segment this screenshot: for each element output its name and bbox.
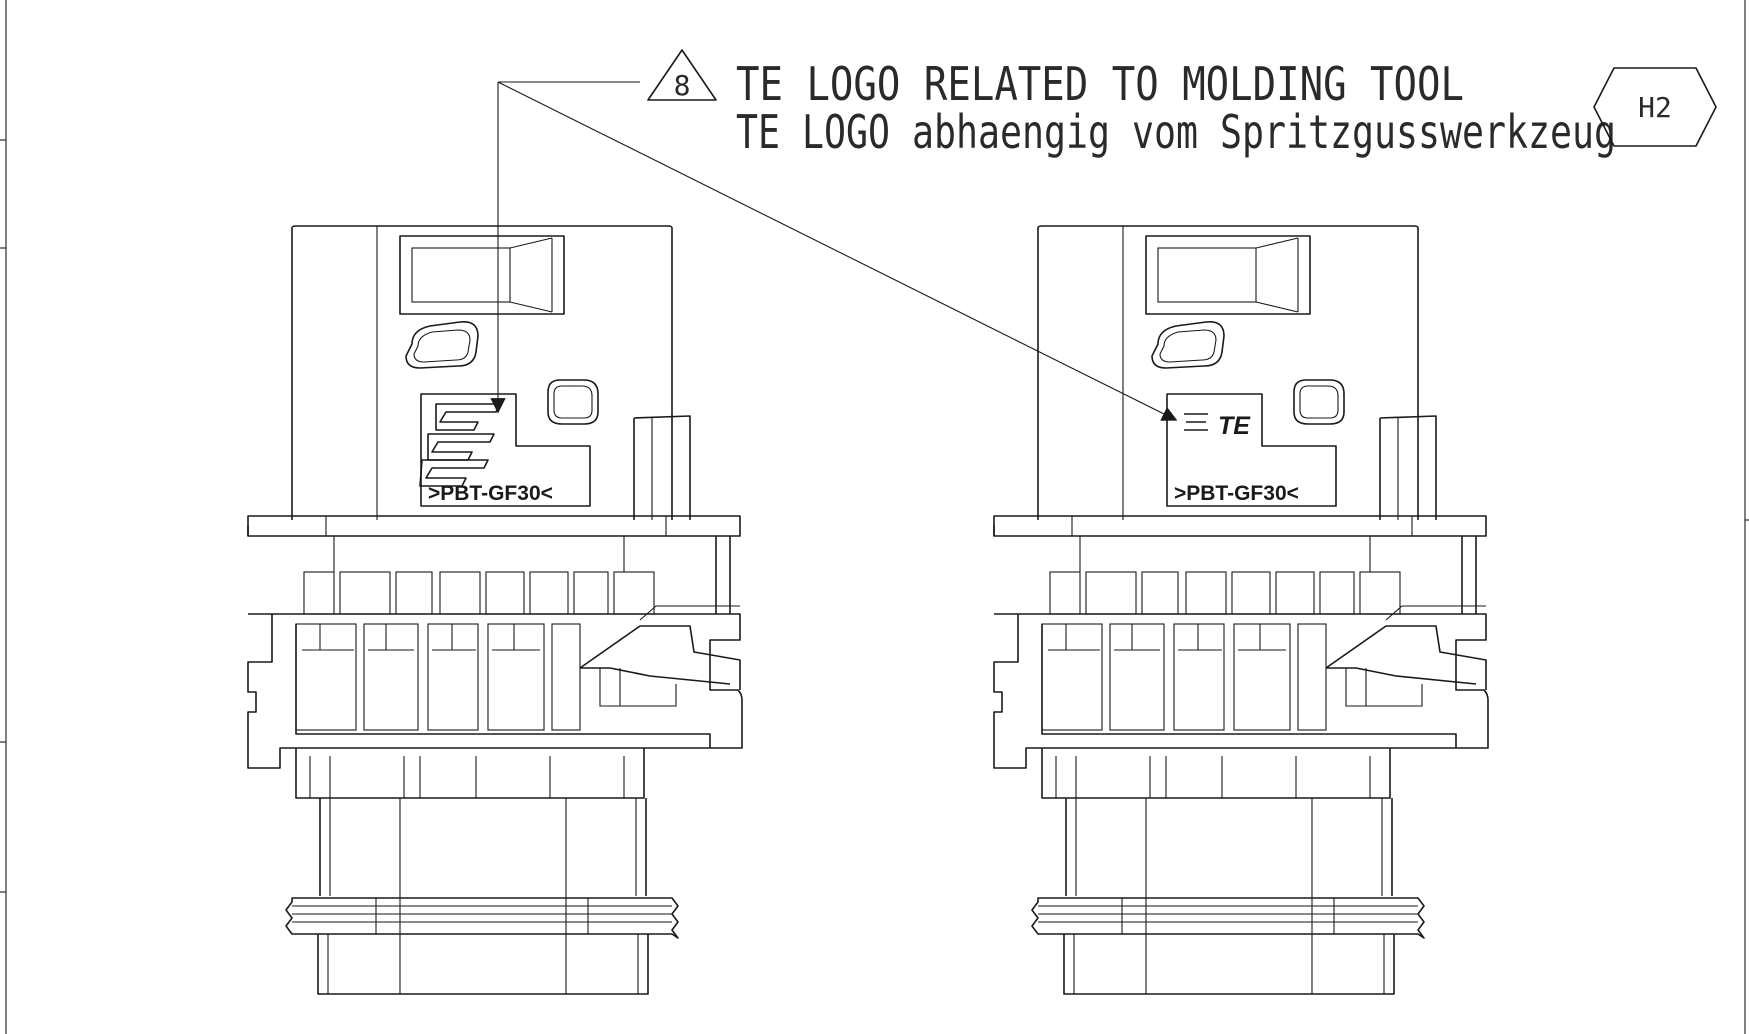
leader-lines (490, 81, 1178, 421)
connector-view-left (247, 225, 743, 995)
note-line-en: TE LOGO RELATED TO MOLDING TOOL (736, 57, 1464, 111)
note-line-de: TE LOGO abhaengig vom Spritzgusswerkzeug (736, 105, 1616, 159)
material-mark-right: >PBT-GF30< (1174, 482, 1299, 505)
zone-hexagon: H2 (1593, 67, 1717, 147)
te-logo-text: TE (1218, 412, 1251, 440)
zone-tag-label: H2 (1638, 91, 1672, 124)
connector-view-right (993, 225, 1489, 995)
material-mark-left: >PBT-GF30< (428, 482, 553, 505)
revision-number: 8 (674, 69, 691, 102)
revision-triangle: 8 (647, 49, 717, 102)
te-compact-logo: TE (1184, 412, 1251, 440)
te-symbol-logo (419, 403, 501, 487)
